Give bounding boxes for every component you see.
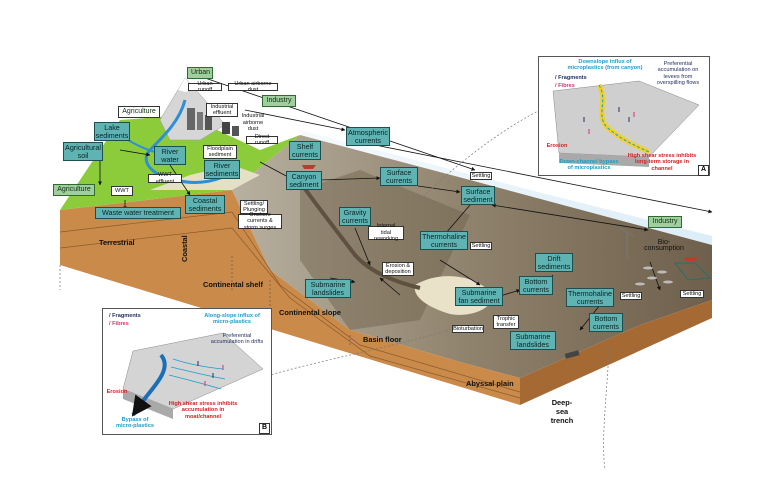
canyon-channel	[298, 180, 421, 290]
terrestrial-label: Terrestrial	[99, 238, 135, 247]
agriculture-label: Agriculture	[118, 106, 160, 118]
continental-shelf-label: Continental shelf	[203, 280, 263, 289]
fragment-icon: /	[555, 75, 559, 81]
continental-slope-label: Continental slope	[279, 308, 342, 317]
surface-sediment-box: Surface sediment	[461, 186, 495, 205]
inset-a-erosion: Erosion	[546, 143, 568, 149]
surface-currents-box: Surface currents	[380, 167, 418, 186]
waste-water-treatment-box: Waste water treatment	[95, 207, 181, 219]
inset-b-preferential: Preferential accumulation in drifts	[210, 333, 264, 346]
urban-label: Urban	[187, 67, 213, 79]
trophic-transfer-tag: Trophic transfer	[493, 315, 519, 329]
inset-a-fibres-text: Fibres	[558, 83, 575, 89]
drift-sediments-box: Drift sediments	[535, 253, 573, 272]
inset-b-fibres-text: Fibres	[112, 321, 129, 327]
river-sediments-box: River sediments	[204, 160, 240, 179]
inset-a-high-shear: High shear stress inhibits long-term sto…	[627, 153, 697, 172]
coastal-sediments-box: Coastal sediments	[185, 195, 225, 214]
industry-label: Industry	[262, 95, 296, 107]
inset-b-high-shear: High shear stress inhibits accumulation …	[168, 401, 238, 420]
river-water-box: River water	[154, 146, 186, 165]
ship-icon	[302, 165, 316, 169]
abyssal-plain-label: Abyssal plain	[466, 379, 514, 388]
inset-a-preferential: Preferential accumulation on levees from…	[656, 61, 700, 87]
inset-b-fragments: / Fragments	[109, 313, 149, 319]
fish-school	[635, 266, 673, 286]
submarine-landslides-box-2: Submarine landslides	[510, 331, 556, 350]
ship-icon-2	[684, 257, 698, 261]
bottom-currents-box-1: Bottom currents	[519, 276, 553, 295]
settling-tag-3: Settling	[620, 292, 642, 300]
basin-floor-label: Basin floor	[363, 335, 402, 344]
inset-b-fragments-text: Fragments	[112, 313, 141, 319]
industrial-effluent-tag: Industrial effluent	[206, 103, 238, 117]
wind-turbine-icon	[619, 227, 635, 258]
thermohaline-currents-box-1: Thermohaline currents	[420, 231, 468, 250]
inset-a-title: Downslope influx of microplastics (from …	[567, 59, 643, 72]
bottom-currents-box-2: Bottom currents	[589, 313, 623, 332]
wwt-tag: WWT	[111, 186, 133, 196]
onshore-currents-tag: Onshore currents & storm surges	[238, 212, 282, 231]
inset-b-along-slope: Along-slope influx of micro-plastics	[204, 313, 260, 326]
wwt-effluent-tag: WWT effluent	[148, 172, 182, 185]
inset-a-fragments-text: Fragments	[558, 75, 587, 81]
urban-airborne-dust-tag: Urban airborne dust	[228, 81, 278, 93]
atmospheric-currents-box: Atmospheric currents	[346, 127, 390, 146]
industry-label-2: Industry	[648, 216, 682, 228]
canyon-sediment-box: Canyon sediment	[286, 171, 322, 190]
fibre-icon: /	[555, 83, 559, 89]
thermohaline-currents-box-2: Thermohaline currents	[566, 288, 614, 307]
agricultural-soil-box: Agricultural soil	[63, 142, 103, 161]
settling-plunging-tag: Settling/ Plunging	[240, 200, 268, 214]
settling-tag-2: Settling	[470, 242, 492, 250]
fishing-net	[674, 262, 711, 281]
urban-runoff-tag: Urban runoff	[188, 81, 222, 93]
inset-a-fibres: / Fibres	[555, 83, 595, 89]
settling-tag-4: Settling	[680, 290, 704, 298]
river	[144, 99, 233, 184]
submarine-landslides-box-1: Submarine landslides	[305, 279, 351, 298]
industrial-airborne-dust-tag: Industrial airborne dust	[241, 113, 265, 133]
shelf-currents-box: Shelf currents	[289, 141, 321, 160]
inset-a: Downslope influx of microplastics (from …	[538, 56, 710, 176]
bioturbation-tag: Bioturbation	[452, 325, 484, 333]
erosion-deposition-tag: Erosion & deposition	[382, 262, 414, 276]
agriculture-label-2: Agriculture	[53, 184, 95, 196]
coastal-label: Coastal	[180, 235, 189, 262]
inset-b-fibres: / Fibres	[109, 321, 149, 327]
direct-runoff-tag: Direct runoff	[246, 134, 278, 146]
inset-b-bypass: Bypass of micro-plastics	[116, 417, 154, 430]
inset-a-fragments: / Fragments	[555, 75, 595, 81]
fibre-icon-b: /	[109, 321, 113, 327]
shipwreck	[564, 350, 580, 359]
inset-a-down-channel: Down-channel bypass of microplastics	[559, 159, 619, 172]
lake-sediments-box: Lake sediments	[94, 122, 130, 141]
gravity-currents-box: Gravity currents	[339, 207, 371, 226]
inset-b: / Fragments / Fibres Along-slope influx …	[102, 308, 272, 435]
fragment-icon-b: /	[109, 313, 113, 319]
settling-tag-1: Settling	[470, 172, 492, 180]
internal-tidal-reworking-tag: Internal tidal reworking	[368, 223, 404, 242]
submarine-fan-sediment-box: Submarine fan sediment	[455, 287, 503, 306]
bio-consumption-label: Bio-consumption	[644, 238, 684, 252]
inset-b-letter: B	[259, 423, 270, 434]
floodplain-sediment-tag: Floodplain sediment	[203, 145, 237, 159]
inset-b-erosion: Erosion	[106, 389, 128, 395]
deep-sea-trench-label: Deep-sea trench	[550, 398, 574, 425]
block-right-face	[520, 300, 712, 405]
inset-a-letter: A	[698, 165, 709, 176]
